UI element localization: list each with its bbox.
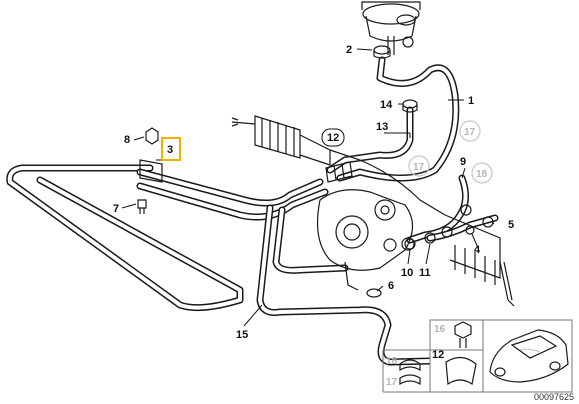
callout-1: 1 [468,95,474,107]
bolt-7 [137,199,147,214]
fitting-8 [145,127,159,145]
callout-4: 4 [474,244,481,256]
faint-callout-18: 18 [476,169,488,180]
faint-markers [408,120,493,184]
steering-rack [231,115,515,307]
clip-icon-17 [399,374,421,386]
clip-icon-18 [399,359,421,372]
cooling-loop [6,164,244,312]
bracket-3 [139,159,163,183]
callout-11: 11 [419,267,431,279]
callout-3: 3 [167,144,173,156]
reservoir [361,1,421,55]
power-steering-pump [316,189,415,291]
legend-label-17: 17 [386,377,398,388]
callout-5: 5 [508,219,514,231]
callout-labels: 1 2 3 4 5 6 7 8 9 10 11 12 13 14 15 17 1… [113,44,514,341]
bolt-icon [454,321,472,339]
hose-joint-12 [325,161,353,183]
callout-7: 7 [113,203,119,215]
callout-15: 15 [236,329,248,341]
legend-panel: 16 12 18 17 00097625 [382,319,574,402]
seal-6 [366,288,382,298]
callout-2: 2 [346,44,352,56]
fittings-10-11 [404,226,453,250]
callout-10: 10 [401,267,413,279]
faint-callout-17b: 17 [413,162,425,173]
hose-9 [406,174,469,244]
legend-label-16: 16 [434,324,446,335]
callout-14: 14 [380,99,393,111]
callout-9: 9 [460,156,466,168]
fittings-4-5 [460,204,494,235]
pipe-bundle-3 [136,168,329,221]
callout-12-oval [321,128,345,147]
leader-lines [121,48,495,327]
legend-label-12: 12 [432,349,444,361]
callout-12: 12 [327,132,339,144]
highlight-box-3 [161,137,181,161]
hose-return-1 [336,56,460,182]
car-silhouette-icon [489,329,569,383]
hose-13 [326,106,414,174]
clip-icon-12 [445,356,477,386]
callout-6: 6 [388,280,394,292]
legend-label-18: 18 [386,356,398,367]
faint-callout-17a: 17 [464,127,476,138]
clamp-2 [373,45,391,59]
reference-number: 00097625 [534,392,574,402]
callout-13: 13 [376,121,388,133]
callout-8: 8 [124,134,130,146]
pipe-15 [256,204,474,366]
